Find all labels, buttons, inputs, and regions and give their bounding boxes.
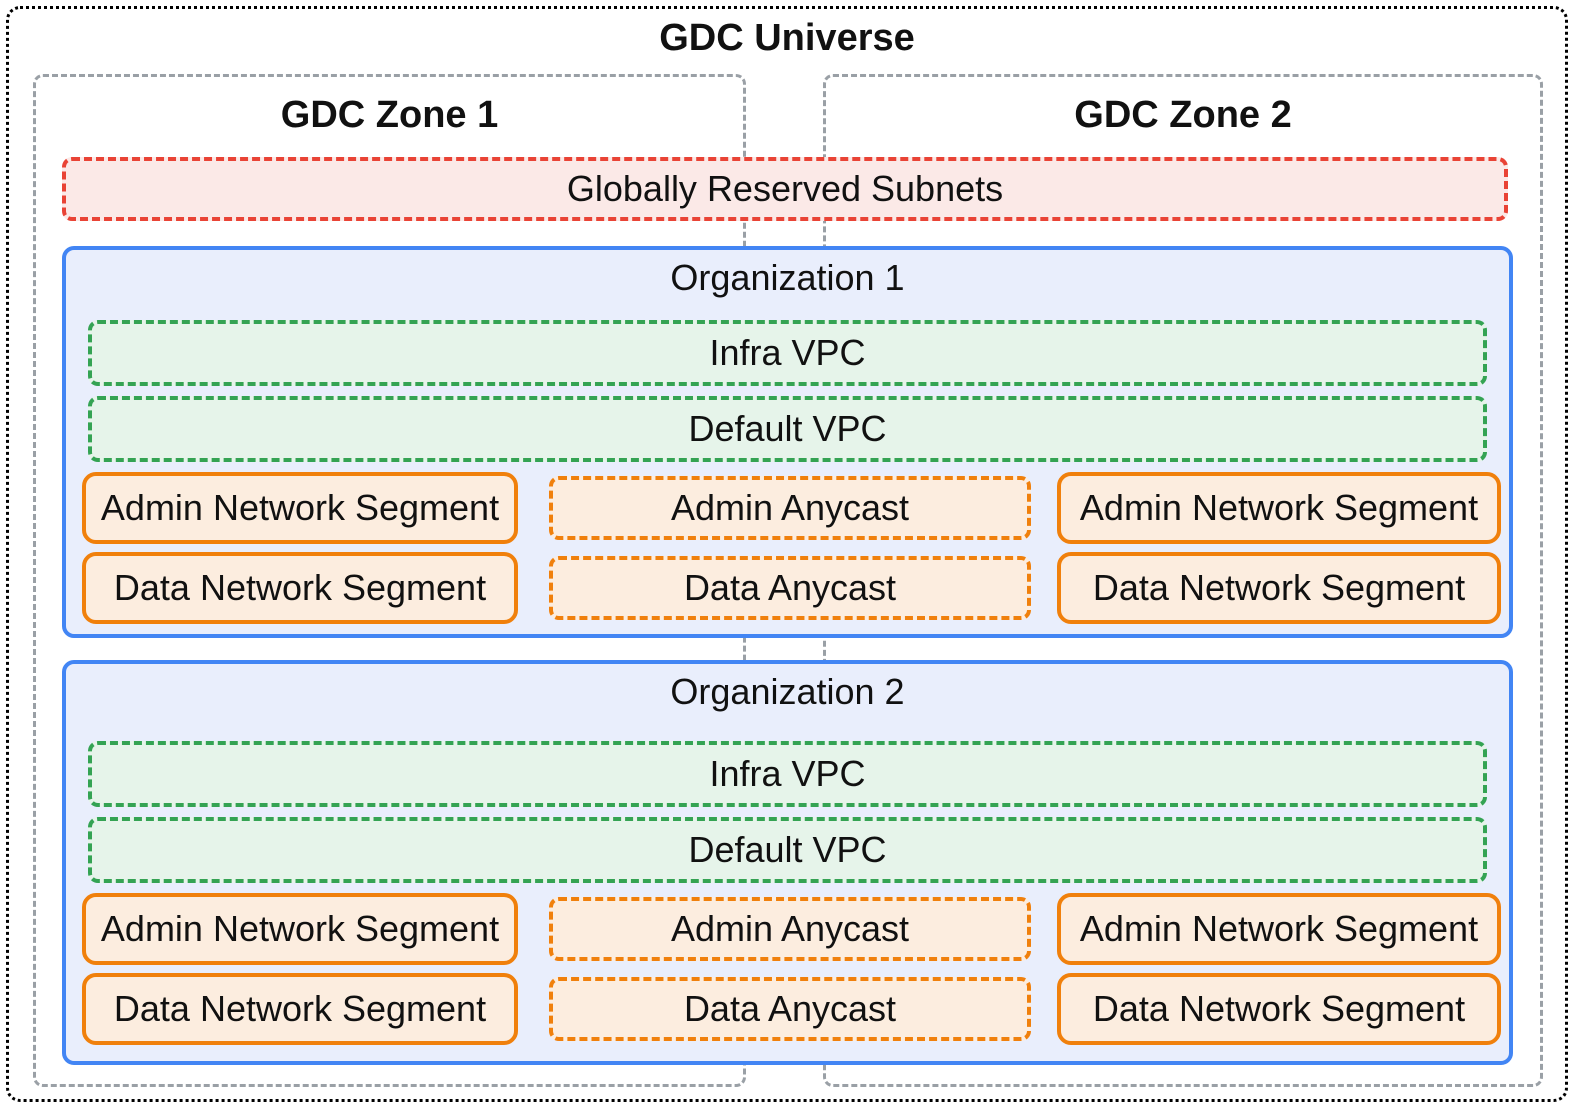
segment-label: Data Network Segment	[113, 988, 487, 1029]
segment-label: Data Network Segment	[113, 567, 487, 608]
organization-1-title: Organization 1	[670, 257, 905, 298]
zone-2-title: GDC Zone 2	[1074, 94, 1292, 136]
org2-infra-vpc-label: Infra VPC	[709, 753, 866, 794]
org1-zone1-data-network-segment: Data Network Segment	[82, 552, 518, 624]
segment-label: Admin Network Segment	[1079, 908, 1479, 949]
organization-2-box: Organization 2 Infra VPC Default VPC Adm…	[62, 660, 1513, 1065]
org2-admin-anycast: Admin Anycast	[549, 897, 1031, 961]
org1-default-vpc-label: Default VPC	[688, 408, 887, 449]
segment-label: Data Network Segment	[1092, 988, 1466, 1029]
zone-1-title: GDC Zone 1	[280, 94, 499, 136]
org2-default-vpc-label: Default VPC	[688, 829, 887, 870]
org2-zone1-admin-network-segment: Admin Network Segment	[82, 893, 518, 965]
anycast-label: Data Anycast	[683, 988, 897, 1029]
universe-title: GDC Universe	[659, 17, 915, 59]
org1-zone2-admin-network-segment: Admin Network Segment	[1057, 472, 1501, 544]
org1-zone1-admin-network-segment: Admin Network Segment	[82, 472, 518, 544]
segment-label: Data Network Segment	[1092, 567, 1466, 608]
anycast-label: Admin Anycast	[670, 908, 910, 949]
segment-label: Admin Network Segment	[100, 908, 500, 949]
globally-reserved-subnets-box: Globally Reserved Subnets	[62, 157, 1508, 221]
org2-infra-vpc-box: Infra VPC	[88, 741, 1487, 807]
segment-label: Admin Network Segment	[1079, 487, 1479, 528]
org1-zone2-data-network-segment: Data Network Segment	[1057, 552, 1501, 624]
universe-boundary	[6, 6, 1568, 1102]
org2-zone2-data-network-segment: Data Network Segment	[1057, 973, 1501, 1045]
organization-1-box: Organization 1 Infra VPC Default VPC Adm…	[62, 246, 1513, 638]
segment-label: Admin Network Segment	[100, 487, 500, 528]
org2-zone1-data-network-segment: Data Network Segment	[82, 973, 518, 1045]
org2-data-anycast: Data Anycast	[549, 977, 1031, 1041]
org1-infra-vpc-label: Infra VPC	[709, 332, 866, 373]
org1-admin-anycast: Admin Anycast	[549, 476, 1031, 540]
org2-zone2-admin-network-segment: Admin Network Segment	[1057, 893, 1501, 965]
organization-2-title: Organization 2	[670, 671, 905, 712]
org1-infra-vpc-box: Infra VPC	[88, 320, 1487, 386]
org2-default-vpc-box: Default VPC	[88, 817, 1487, 883]
org1-data-anycast: Data Anycast	[549, 556, 1031, 620]
anycast-label: Admin Anycast	[670, 487, 910, 528]
globally-reserved-subnets-label: Globally Reserved Subnets	[566, 168, 1004, 209]
anycast-label: Data Anycast	[683, 567, 897, 608]
org1-default-vpc-box: Default VPC	[88, 396, 1487, 462]
